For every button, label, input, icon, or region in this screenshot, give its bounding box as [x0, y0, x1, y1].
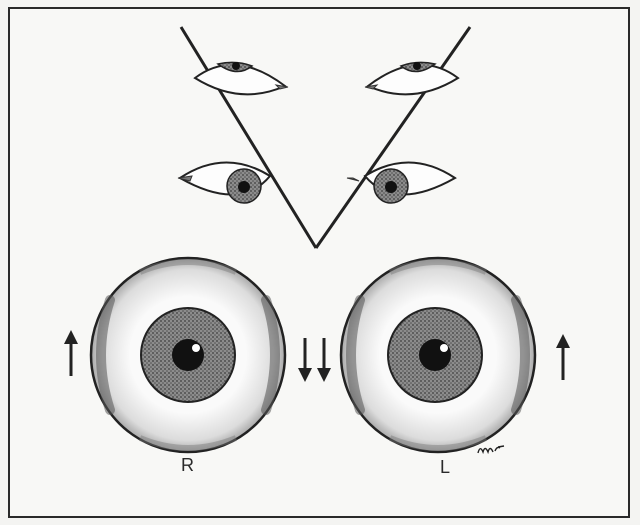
left-eye-label: L [440, 458, 450, 476]
v-pattern-lines [181, 27, 470, 248]
artist-signature [476, 441, 506, 457]
eyeball-icon [341, 258, 535, 452]
eye-icon [195, 62, 288, 94]
eye-icon [178, 162, 270, 203]
eyeball-icon [91, 258, 285, 452]
arrow-down-icon [298, 338, 312, 382]
arrow-up-icon [64, 330, 78, 376]
arrow-up-icon [556, 334, 570, 380]
right-eye-label: R [181, 456, 194, 474]
arrow-down-icon [317, 338, 331, 382]
